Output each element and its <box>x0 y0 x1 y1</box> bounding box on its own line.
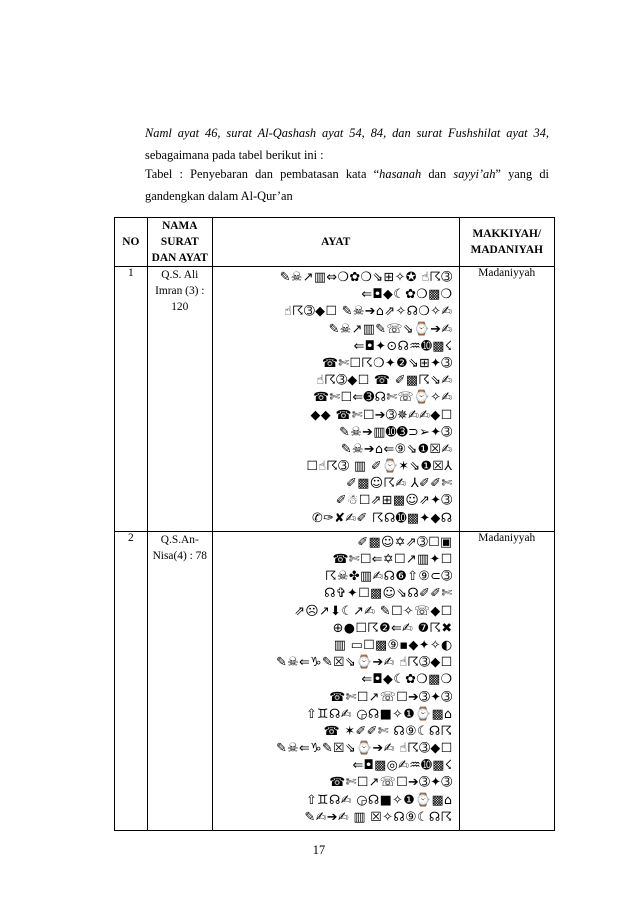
verse-line: ☈☠✤▥✍☊❻⇧⑨⊂➂ <box>325 569 453 585</box>
row-ayat: ✎☠↗▥⇔❍✿❍⇘⊞✧✪ ☝☈➂ ⇐◘◆☾✿❍▩❍☝☈➂◆☐ ✎☠➔⌂⇗✧☊❍✧✍… <box>211 266 460 532</box>
row-type: Madaniyyah <box>458 266 556 532</box>
table-row: 2 Q.S.An-Nisa(4) : 78 ✐▩☺✡⇗➂☐▣ ☎✄☐⇐✡☐↗▥✦☐… <box>114 530 556 832</box>
verse-line: ✎☠↗▥⇔❍✿❍⇘⊞✧✪ ☝☈➂ <box>279 270 453 285</box>
verse-line: ✎☠➔▥➓➌⊃➢✦➂ <box>339 424 453 440</box>
verse-line: ⇐◘✦⊙☊♒➓▩☇ <box>353 338 453 354</box>
verse-line: ✐☃☐⇗⊞▩☺⇗✦➂ <box>335 493 453 509</box>
verse-line: ✎☠↗▥✎☏⇘⌚➔✍ <box>328 321 453 337</box>
verse-line: ☐☝☈➂ ▥ ✐⌚✶⇘❶☒⅄ <box>306 459 453 475</box>
intro-line-2: sebagaimana pada tabel berikut ini : <box>145 148 324 162</box>
verse-line: ✆✑✘✍✐ ☈☊➓▩✦◆☊ <box>312 510 453 526</box>
verse-line: ⇐◘▩◎✍♒➓▩☇ <box>352 758 453 774</box>
verse-line: ☎ ✶✐✐✄ ☊⑨☾☊☈ <box>323 723 453 739</box>
verse-line: ☎✄☐⇐➌☊✄☏⌚✧✍ <box>313 390 453 406</box>
verse-line: ⇐◘◆☾✿❍▩❍ <box>361 672 453 688</box>
caption-line-1: Tabel : Penyebaran dan pembatasan kata “… <box>145 167 549 181</box>
verse-line: ◆◆ ☎✄☐➔➂✵✍✍◆☐ <box>310 407 453 423</box>
row-no: 1 <box>114 266 148 532</box>
verse-line: ☎✄☐☈❍✦❷⇘⊞✦➂ <box>321 355 453 371</box>
verse-line: ⇗☹↗⬇☾↗✍ ✎☐✧☏◆☐ <box>294 603 453 619</box>
table-caption: Tabel : Penyebaran dan pembatasan kata “… <box>145 163 549 207</box>
verse-line: ⇐◘◆☾✿❍▩❍ <box>361 287 453 303</box>
arabic-verse-text: ✎☠↗▥⇔❍✿❍⇘⊞✧✪ ☝☈➂ ⇐◘◆☾✿❍▩❍☝☈➂◆☐ ✎☠➔⌂⇗✧☊❍✧✍… <box>213 267 459 531</box>
verse-line: ☊✞✦☐▩☺⇘☊✐✐✄ <box>324 586 453 602</box>
row-no: 2 <box>114 530 148 832</box>
row-ayat: ✐▩☺✡⇗➂☐▣ ☎✄☐⇐✡☐↗▥✦☐ ☈☠✤▥✍☊❻⇧⑨⊂➂☊✞✦☐▩☺⇘☊✐✐✄… <box>211 530 460 832</box>
intro-line-1: Naml ayat 46, surat Al-Qashash ayat 54, … <box>145 126 549 140</box>
verse-line: ⇧♊☊✍ ◶☊■✧❶⌚▩⌂ <box>306 706 453 722</box>
verse-line: ✎✍➔✍ ▥ ☒✧☊⑨☾☊☈ <box>304 809 453 825</box>
verse-line: ☎✄☐↗☏☐➔➂✦➂ <box>329 775 453 791</box>
row-surat: Q.S.An-Nisa(4) : 78 <box>146 530 213 832</box>
page-number: 17 <box>312 843 326 857</box>
caption-line-2: gandengkan dalam Al-Qur’an <box>145 189 293 203</box>
verse-line: ✎☠⇐♑✎☒⇘⌚➔✍ ☝☈➂◆☐ <box>276 741 453 757</box>
verse-line: ☝☈➂◆☐ ☎ ✐▩☈⇘✍ <box>316 373 453 389</box>
row-surat: Q.S. Ali Imran (3) : 120 <box>146 266 213 532</box>
row-type: Madaniyyah <box>458 530 556 832</box>
header-ayat: AYAT <box>211 217 460 267</box>
verse-line: ✎☠➔⌂⇐⑨⇘❶☒✍ <box>340 441 453 457</box>
table-header-row: NO NAMA SURAT DAN AYAT AYAT MAKKIYAH/ MA… <box>114 217 556 267</box>
verse-line: ▥ ▭☐▩⑨▪◆✦✧◐ <box>333 637 453 653</box>
verse-line: ⇧♊☊✍ ◶☊■✧❶⌚▩⌂ <box>306 792 453 808</box>
verse-line: ✎☠⇐♑✎☒⇘⌚➔✍ ☝☈➂◆☐ <box>276 655 453 671</box>
header-makkiyah: MAKKIYAH/ MADANIYAH <box>458 217 556 267</box>
verse-line: ☎✄☐↗☏☐➔➂✦➂ <box>329 689 453 705</box>
header-no: NO <box>114 217 148 267</box>
distribution-table: NO NAMA SURAT DAN AYAT AYAT MAKKIYAH/ MA… <box>114 217 556 832</box>
verse-line: ⊕●☐☈❷⇐✍ ❼☈✖ <box>332 620 453 636</box>
verse-line: ✐▩☺✡⇗➂☐▣ <box>357 534 453 550</box>
header-surat: NAMA SURAT DAN AYAT <box>146 217 213 267</box>
verse-line: ☝☈➂◆☐ ✎☠➔⌂⇗✧☊❍✧✍ <box>283 304 453 320</box>
table-row: 1 Q.S. Ali Imran (3) : 120 ✎☠↗▥⇔❍✿❍⇘⊞✧✪ … <box>114 266 556 532</box>
intro-paragraph: Naml ayat 46, surat Al-Qashash ayat 54, … <box>145 122 549 166</box>
verse-line: ✐▩☺☈✍ ⅄✐✐✄ <box>346 476 453 492</box>
arabic-verse-text: ✐▩☺✡⇗➂☐▣ ☎✄☐⇐✡☐↗▥✦☐ ☈☠✤▥✍☊❻⇧⑨⊂➂☊✞✦☐▩☺⇘☊✐✐✄… <box>213 532 459 830</box>
verse-line: ☎✄☐⇐✡☐↗▥✦☐ <box>332 552 453 567</box>
